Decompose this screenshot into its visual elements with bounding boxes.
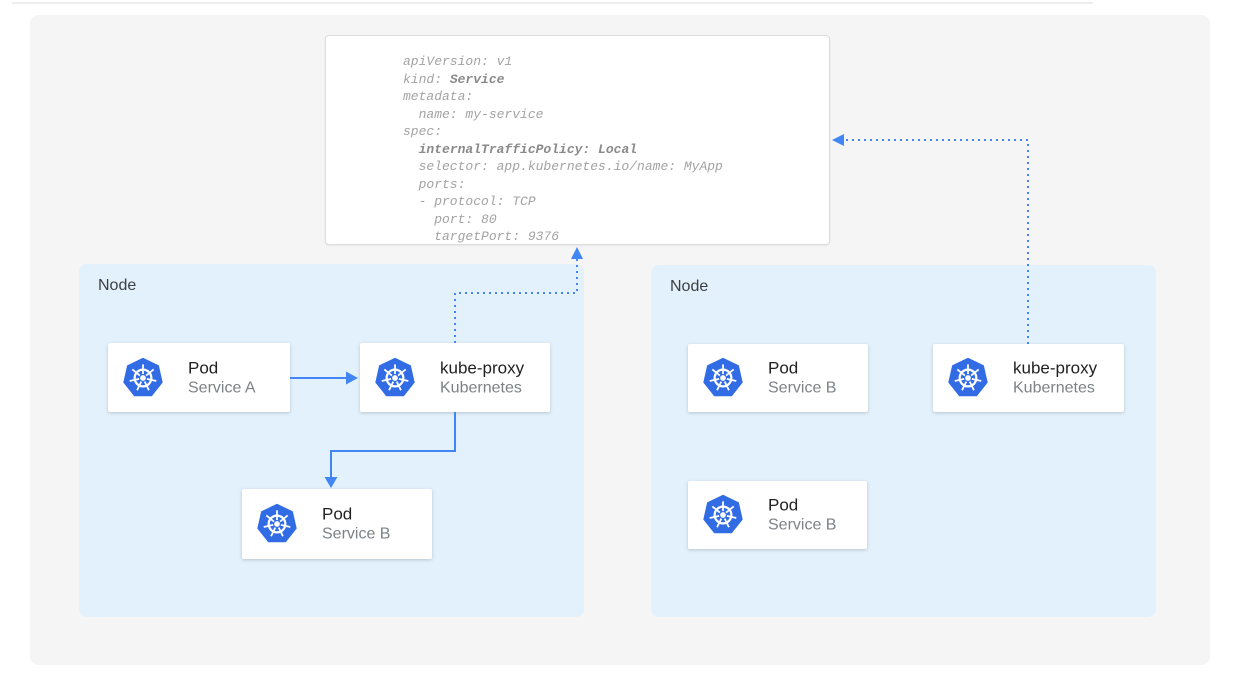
card-pod-service-a: Pod Service A: [108, 343, 290, 412]
card-kube-proxy-left: kube-proxy Kubernetes: [360, 343, 550, 412]
card-title: Pod: [188, 358, 219, 377]
yaml-line: selector: app.kubernetes.io/name: MyApp: [403, 159, 723, 174]
yaml-line: - protocol: TCP: [403, 194, 536, 209]
kubernetes-icon: [257, 503, 297, 543]
kubernetes-icon: [375, 357, 415, 396]
service-yaml-card: apiVersion: v1 kind: Service metadata: n…: [325, 35, 830, 245]
card-pod-service-b-right-bottom: Pod Service B: [688, 481, 867, 549]
card-subtitle: Service B: [768, 516, 837, 534]
card-subtitle: Service A: [188, 379, 256, 396]
kubernetes-icon: [703, 357, 743, 397]
node-label: Node: [670, 278, 709, 295]
card-subtitle: Kubernetes: [440, 379, 522, 396]
card-subtitle: Kubernetes: [1013, 379, 1095, 397]
card-title: kube-proxy: [440, 358, 525, 377]
card-title: Pod: [322, 504, 353, 524]
card-subtitle: Service B: [768, 379, 837, 397]
yaml-line: ports:: [403, 176, 466, 192]
yaml-line: apiVersion: v1: [403, 54, 513, 69]
card-subtitle: Service B: [322, 525, 391, 543]
node-left: Node: [79, 264, 584, 617]
yaml-line: port: 80: [403, 211, 497, 227]
card-title: Pod: [768, 495, 799, 515]
page-top-divider: [12, 2, 1093, 4]
yaml-line: targetPort: 9376: [403, 229, 560, 244]
yaml-line: internalTrafficPolicy: Local: [418, 141, 638, 157]
card-kube-proxy-right: kube-proxy Kubernetes: [933, 344, 1124, 412]
kubernetes-icon: [948, 357, 988, 397]
kubernetes-icon: [703, 494, 743, 534]
node-label: Node: [98, 277, 137, 294]
yaml-line: metadata:: [403, 89, 474, 104]
yaml-line: kind: Service: [403, 71, 505, 87]
node-right: Node: [651, 265, 1156, 617]
kubernetes-icon: [123, 357, 163, 396]
yaml-line: spec:: [403, 124, 443, 139]
card-pod-service-b-right-top: Pod Service B: [688, 344, 868, 412]
card-title: Pod: [768, 358, 799, 378]
card-title: kube-proxy: [1013, 358, 1098, 378]
card-pod-service-b-left: Pod Service B: [242, 489, 432, 559]
yaml-line: name: my-service: [403, 106, 544, 122]
